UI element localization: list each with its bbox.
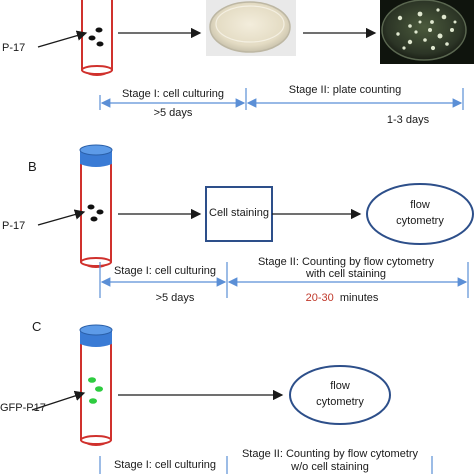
stage1-label-b: Stage I: cell culturing — [113, 265, 217, 277]
pointer-line-c — [31, 390, 86, 411]
stage1-label-a: Stage I: cell culturing — [121, 88, 225, 100]
stage2-label-b-line1: Stage II: Counting by flow cytometry — [257, 256, 435, 268]
panel-letter-b: B — [28, 159, 37, 174]
pointer-line-a — [37, 30, 88, 48]
tube-label-c: GFP-P17 — [0, 402, 46, 414]
stage1-duration-b: >5 days — [155, 292, 195, 304]
gfp-cell-dot — [89, 398, 97, 404]
flow-label-c-line2: cytometry — [316, 396, 364, 408]
flow-label-b-line1: flow — [410, 199, 430, 211]
petri-dish-plain — [206, 0, 296, 56]
tube-label-a: P-17 — [2, 42, 26, 54]
stage1-duration-a: >5 days — [153, 107, 193, 119]
cell-staining-label: Cell staining — [209, 207, 269, 219]
duration-unit: minutes — [339, 292, 379, 304]
flow-label-c-line1: flow — [330, 380, 350, 392]
tube-c — [79, 324, 113, 446]
panel-a — [37, 0, 474, 110]
tube-b — [79, 144, 113, 268]
duration-highlight: 20-30 — [305, 292, 334, 304]
panel-letter-c: C — [32, 319, 42, 334]
stage2-label-a: Stage II: plate counting — [288, 84, 402, 96]
panel-b — [37, 144, 474, 298]
tube-label-b: P-17 — [2, 220, 26, 232]
flow-label-b-line2: cytometry — [396, 215, 444, 227]
cell-dot — [88, 35, 96, 41]
cell-dot — [90, 216, 98, 222]
stage2-label-b-line2: with cell staining — [305, 268, 387, 280]
flow-cytometry-ellipse-b — [366, 183, 474, 245]
cell-dot — [96, 209, 104, 215]
gfp-cell-dot — [95, 386, 103, 392]
flow-cytometry-ellipse-c — [289, 365, 391, 425]
cell-dot — [96, 41, 104, 47]
pointer-line-b — [37, 209, 86, 226]
cell-dot — [95, 27, 103, 33]
stage2-duration-b: 20-30 minutes — [306, 292, 379, 305]
panel-c — [31, 324, 433, 474]
stage1-label-c: Stage I: cell culturing — [113, 459, 217, 471]
cell-dot — [87, 204, 95, 210]
stage2-duration-a: 1-3 days — [386, 114, 430, 126]
petri-dish-colonies — [380, 0, 474, 64]
stage2-label-c-line1: Stage II: Counting by flow cytometry — [241, 448, 419, 460]
stage2-label-c-line2: w/o cell staining — [291, 461, 369, 473]
tube-a — [81, 0, 113, 76]
gfp-cell-dot — [88, 377, 96, 383]
